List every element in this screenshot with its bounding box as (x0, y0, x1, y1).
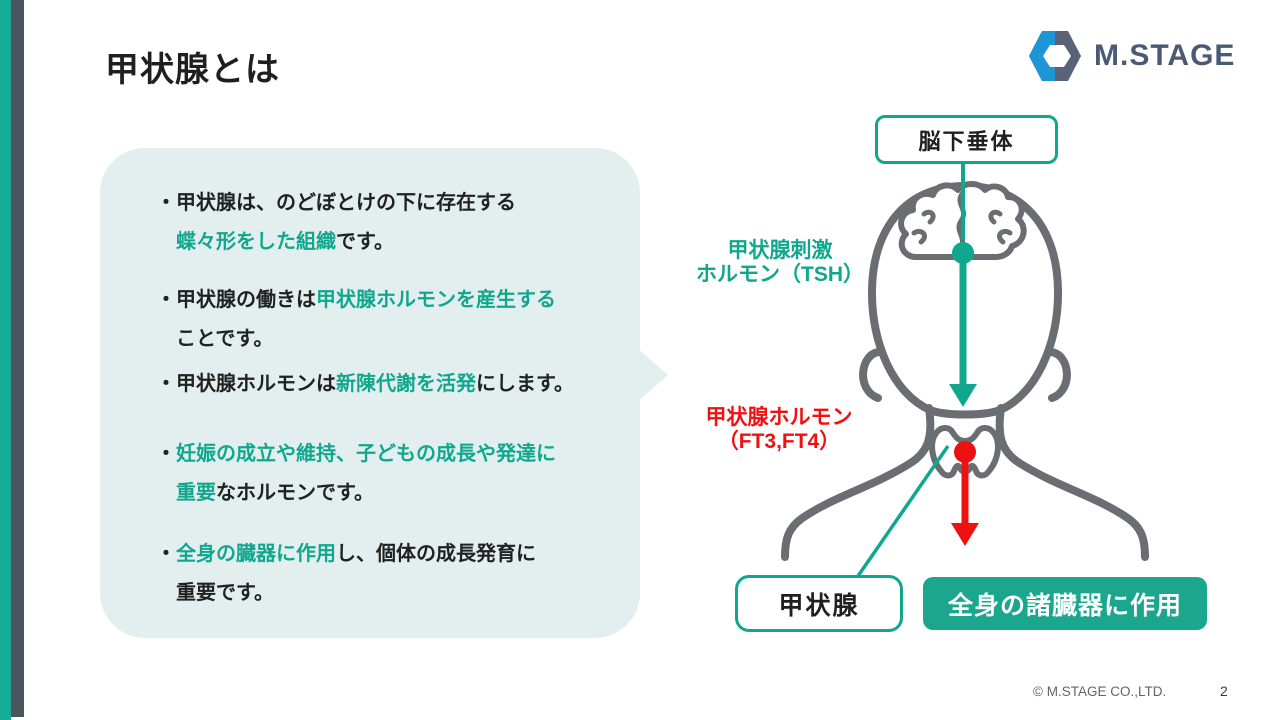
bullet-text: ・甲状腺は、のどぼとけの下に存在する (156, 192, 516, 214)
bullet-text-accent: 新陳代謝を活発 (336, 373, 476, 395)
bullet-text: ・ (156, 543, 176, 565)
bullet-text-accent: 蝶々形をした組織 (176, 231, 336, 253)
brain-fold (921, 209, 936, 225)
bullet-text: です。 (336, 231, 394, 253)
left-ear (859, 348, 883, 402)
info-speech-bubble: ・甲状腺は、のどぼとけの下に存在する蝶々形をした組織です。・甲状腺の働きは甲状腺… (100, 148, 640, 638)
tsh-label: 甲状腺刺激 ホルモン（TSH） (680, 239, 880, 287)
bullet-text-accent: 重要 (176, 482, 216, 504)
logo-hexagon-icon (1029, 31, 1081, 81)
bullet-text: にします。 (476, 373, 574, 395)
bubble-bullet: ・全身の臓器に作用し、個体の成長発育に重要です。 (156, 535, 536, 613)
bullet-text-accent: 妊娠の成立や維持、子どもの成長や発達に (176, 443, 556, 465)
company-logo: M.STAGE (1028, 30, 1235, 82)
bubble-bullet-list: ・甲状腺は、のどぼとけの下に存在する蝶々形をした組織です。・甲状腺の働きは甲状腺… (156, 148, 626, 638)
tsh-label-line1: 甲状腺刺激 (727, 239, 833, 262)
bubble-bullet: ・甲状腺の働きは甲状腺ホルモンを産生することです。 (156, 281, 556, 359)
bullet-text: なホルモンです。 (216, 482, 374, 504)
neck-shoulder-left (781, 404, 935, 561)
left-accent-bar-teal (0, 0, 11, 720)
logo-text: M.STAGE (1094, 39, 1236, 72)
left-accent-bar-slate (11, 0, 24, 717)
page-number: 2 (1220, 683, 1228, 699)
page-title: 甲状腺とは (105, 51, 280, 89)
systemic-action-box: 全身の諸臓器に作用 (923, 577, 1207, 630)
neck-shoulder-right (995, 404, 1149, 561)
bullet-text: ・甲状腺ホルモンは (156, 373, 336, 395)
systemic-action-label: 全身の諸臓器に作用 (947, 591, 1182, 620)
thyroid-hormone-label-line2: （FT3,FT4） (717, 430, 841, 453)
pituitary-label-box: 脳下垂体 (875, 115, 1058, 164)
bullet-text-accent: 全身の臓器に作用 (176, 543, 336, 565)
brain-fold (997, 228, 1013, 245)
bullet-text-accent: 甲状腺ホルモンを産生する (316, 289, 556, 311)
tsh-origin-dot (952, 242, 974, 264)
thyroid-hormone-label-line1: 甲状腺ホルモン (705, 406, 853, 429)
bullet-text: 重要です。 (176, 582, 274, 604)
thyroid-label-box: 甲状腺 (735, 575, 903, 632)
thyroid-hormone-dot (954, 441, 976, 463)
thyroid-hormone-label: 甲状腺ホルモン （FT3,FT4） (679, 406, 879, 454)
tsh-label-line2: ホルモン（TSH） (696, 263, 864, 286)
bubble-bullet: ・甲状腺ホルモンは新陳代謝を活発にします。 (156, 365, 574, 404)
thyroid-hormone-arrow-head (951, 523, 979, 546)
thyroid-label: 甲状腺 (778, 591, 860, 620)
footer-copyright: © M.STAGE CO.,LTD. (1033, 684, 1167, 699)
right-ear (1047, 348, 1071, 402)
bullet-text: し、個体の成長発育に (336, 543, 536, 565)
brain-fold (988, 209, 1003, 225)
thyroid-pointer-line (856, 445, 950, 577)
pituitary-label: 脳下垂体 (918, 128, 1015, 154)
brain-fold (911, 228, 927, 245)
bullet-text: ・甲状腺の働きは (156, 289, 316, 311)
tsh-arrow-head (949, 384, 977, 407)
bullet-text: ことです。 (176, 328, 274, 350)
bubble-bullet: ・妊娠の成立や維持、子どもの成長や発達に重要なホルモンです。 (156, 435, 556, 513)
bullet-text: ・ (156, 443, 176, 465)
bubble-bullet: ・甲状腺は、のどぼとけの下に存在する蝶々形をした組織です。 (156, 184, 516, 262)
